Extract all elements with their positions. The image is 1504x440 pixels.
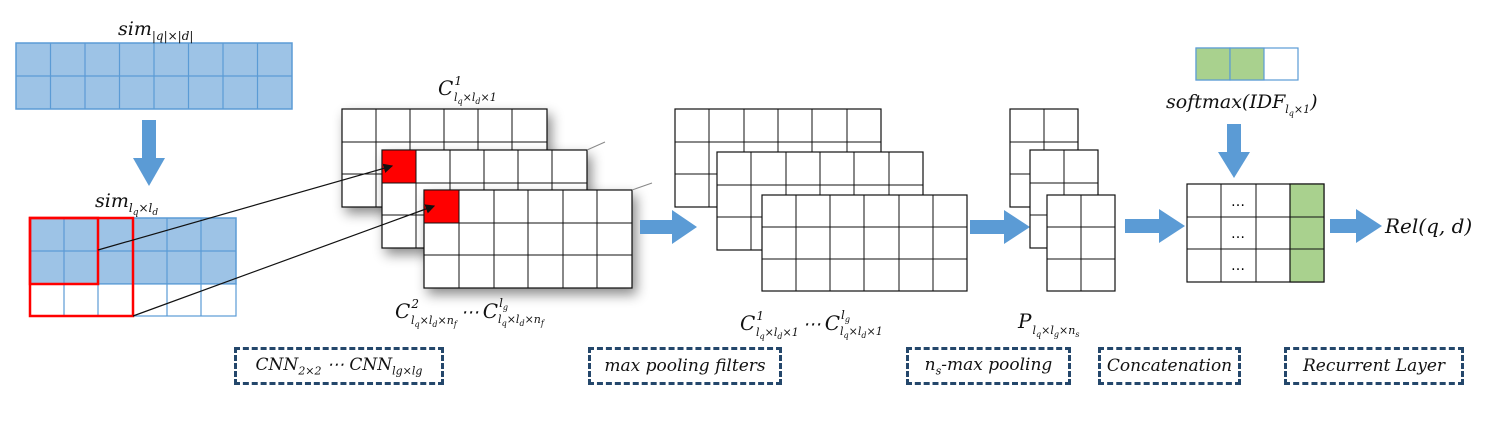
sim-full-matrix [15, 42, 293, 110]
arrow-ns-to-concat [1125, 209, 1185, 243]
connector-line-2 [132, 204, 436, 317]
softmax-down-arrow [1218, 124, 1250, 178]
recurrent-layer-text: Recurrent Layer [1302, 356, 1446, 376]
softmax-label: softmax(IDFlq×1) [1166, 91, 1318, 118]
ns-pooling-text: ns-max pooling [924, 354, 1053, 378]
pool-layer-3 [761, 194, 968, 292]
max-pooling-text: max pooling filters [604, 356, 766, 376]
sim-crop-matrix [28, 216, 237, 318]
arrow-concat-to-rel [1330, 209, 1382, 243]
rel-label: Rel(q, d) [1384, 214, 1472, 238]
concat-matrix: … … … [1186, 183, 1325, 283]
concatenation-box: Concatenation [1098, 347, 1241, 385]
concatenation-text: Concatenation [1106, 356, 1233, 376]
recurrent-layer-box: Recurrent Layer [1284, 347, 1464, 385]
ellipsis-row-1: … [1231, 194, 1245, 210]
ellipsis-row-2: … [1231, 226, 1245, 242]
sim-crop-label: simlq×ld [95, 190, 158, 218]
max-pooling-box: max pooling filters [588, 347, 782, 385]
arrow-cnn-to-pool [640, 210, 697, 244]
sim-full-label: sim|q|×|d| [118, 18, 193, 43]
cnn-stage-box: CNN2×2 ⋯ CNNlg×lg [234, 347, 444, 385]
down-arrow [133, 120, 165, 186]
connector-line-1 [97, 163, 394, 251]
ellipsis-row-3: … [1231, 258, 1245, 274]
idf-vector [1195, 47, 1299, 81]
arrow-pool-to-ns [970, 210, 1030, 244]
cnn-layer-3 [423, 182, 653, 289]
p-label: Plq×lg×ns [1017, 309, 1079, 339]
cnn-stage-text: CNN2×2 ⋯ CNNlg×lg [255, 354, 423, 378]
ns-pooling-box: ns-max pooling [906, 347, 1071, 385]
ns-layer-3 [1046, 194, 1116, 292]
